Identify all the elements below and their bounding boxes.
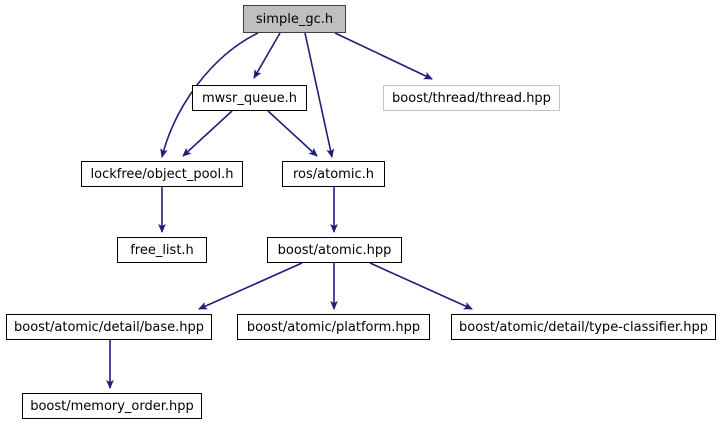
edge-simple_gc-to-mwsr_queue bbox=[253, 32, 281, 79]
node-label-base_hpp: boost/atomic/detail/base.hpp bbox=[13, 319, 204, 335]
node-label-platform_hpp: boost/atomic/platform.hpp bbox=[246, 319, 421, 335]
node-ros_atomic[interactable]: ros/atomic.h bbox=[282, 161, 385, 187]
edge-mwsr_queue-to-ros_atomic bbox=[267, 110, 318, 157]
node-object_pool[interactable]: lockfree/object_pool.h bbox=[81, 161, 243, 187]
node-type_classifier[interactable]: boost/atomic/detail/type-classifier.hpp bbox=[451, 314, 716, 340]
edge-boost_atomic-to-type_classifier bbox=[369, 262, 473, 310]
node-label-ros_atomic: ros/atomic.h bbox=[293, 166, 374, 182]
edge-simple_gc-to-ros_atomic bbox=[304, 32, 335, 158]
node-label-free_list: free_list.h bbox=[130, 242, 194, 258]
node-label-boost_atomic: boost/atomic.hpp bbox=[277, 242, 392, 258]
node-base_hpp[interactable]: boost/atomic/detail/base.hpp bbox=[6, 314, 212, 340]
edge-simple_gc-to-boost_thread bbox=[334, 32, 433, 80]
edge-boost_atomic-to-base_hpp bbox=[198, 262, 303, 310]
node-label-memory_order: boost/memory_order.hpp bbox=[30, 398, 194, 414]
node-memory_order[interactable]: boost/memory_order.hpp bbox=[22, 393, 202, 419]
node-label-type_classifier: boost/atomic/detail/type-classifier.hpp bbox=[459, 319, 708, 335]
edge-mwsr_queue-to-object_pool bbox=[182, 110, 233, 157]
node-simple_gc[interactable]: simple_gc.h bbox=[243, 5, 346, 33]
node-label-boost_thread: boost/thread/thread.hpp bbox=[392, 90, 551, 106]
node-label-object_pool: lockfree/object_pool.h bbox=[90, 166, 234, 182]
node-boost_atomic[interactable]: boost/atomic.hpp bbox=[267, 237, 402, 263]
node-boost_thread[interactable]: boost/thread/thread.hpp bbox=[383, 85, 560, 111]
node-platform_hpp[interactable]: boost/atomic/platform.hpp bbox=[237, 314, 430, 340]
node-label-mwsr_queue: mwsr_queue.h bbox=[201, 90, 297, 106]
node-free_list[interactable]: free_list.h bbox=[117, 237, 207, 263]
node-label-simple_gc: simple_gc.h bbox=[255, 11, 334, 27]
node-mwsr_queue[interactable]: mwsr_queue.h bbox=[192, 85, 307, 111]
